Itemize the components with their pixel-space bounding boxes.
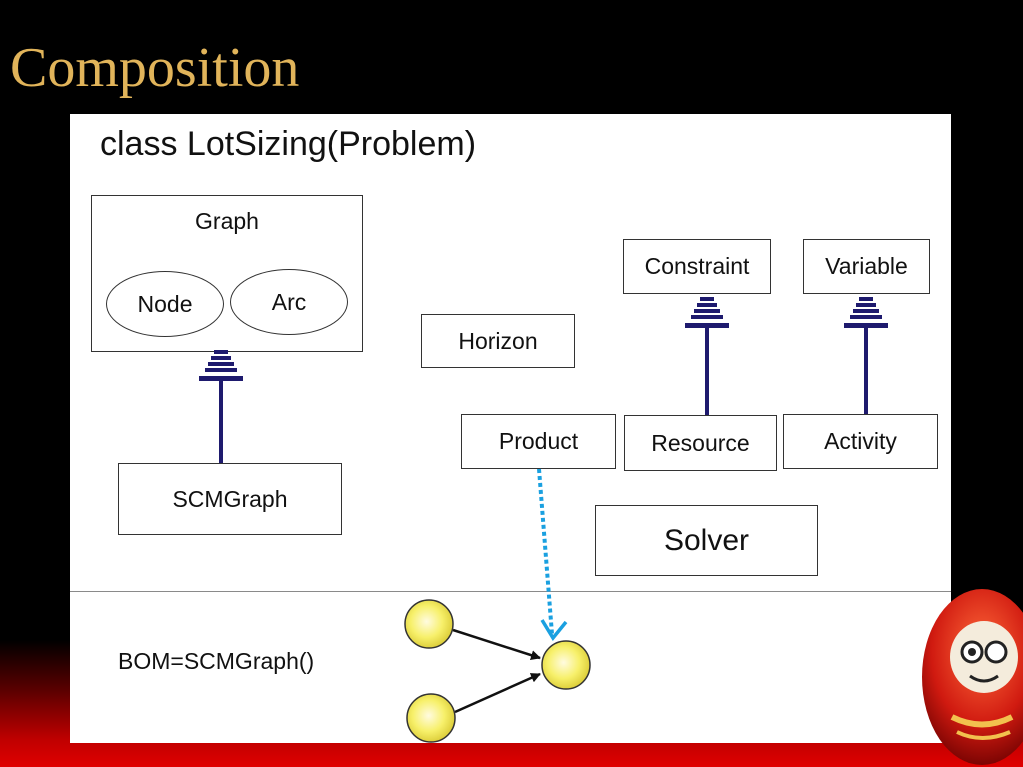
resource-label: Resource xyxy=(651,429,750,456)
product-box: Product xyxy=(461,414,616,469)
bom-node-top xyxy=(404,599,454,649)
class-header: class LotSizing(Problem) xyxy=(100,125,477,163)
scmgraph-box: SCMGraph xyxy=(118,463,342,535)
bom-arc-top xyxy=(452,628,541,661)
bom-arc-bottom xyxy=(454,672,541,714)
bom-node-target xyxy=(541,640,591,690)
solver-label: Solver xyxy=(663,523,750,557)
graph-box: Graph Node Arc xyxy=(91,195,363,352)
slide-title: Composition xyxy=(10,37,300,99)
bom-node-bottom xyxy=(406,693,456,743)
daruma-doll-icon xyxy=(922,589,1023,765)
product-label: Product xyxy=(498,428,579,454)
variable-box: Variable xyxy=(803,239,930,294)
variable-label: Variable xyxy=(825,253,908,279)
bom-statement: BOM=SCMGraph() xyxy=(118,648,315,674)
inheritance-resource-constraint xyxy=(685,297,729,415)
diagram-connectors xyxy=(199,297,888,743)
resource-box: Resource xyxy=(624,415,777,471)
arc-label: Arc xyxy=(271,288,307,315)
constraint-box: Constraint xyxy=(623,239,771,294)
horizon-box: Horizon xyxy=(421,314,575,368)
inheritance-activity-variable xyxy=(844,297,888,414)
horizon-label: Horizon xyxy=(458,327,538,354)
product-instance-link xyxy=(537,468,568,642)
section-divider xyxy=(70,591,951,592)
inheritance-scmgraph-graph xyxy=(199,350,243,463)
node-ellipse: Node xyxy=(106,271,224,337)
scmgraph-label: SCMGraph xyxy=(172,485,288,512)
graph-label: Graph xyxy=(195,208,259,234)
activity-label: Activity xyxy=(824,428,897,454)
diagram-canvas: class LotSizing(Problem) Graph Node Arc … xyxy=(70,114,951,743)
constraint-label: Constraint xyxy=(644,253,750,279)
arc-ellipse: Arc xyxy=(230,269,348,335)
activity-box: Activity xyxy=(783,414,938,469)
node-label: Node xyxy=(137,290,193,317)
solver-box: Solver xyxy=(595,505,818,576)
